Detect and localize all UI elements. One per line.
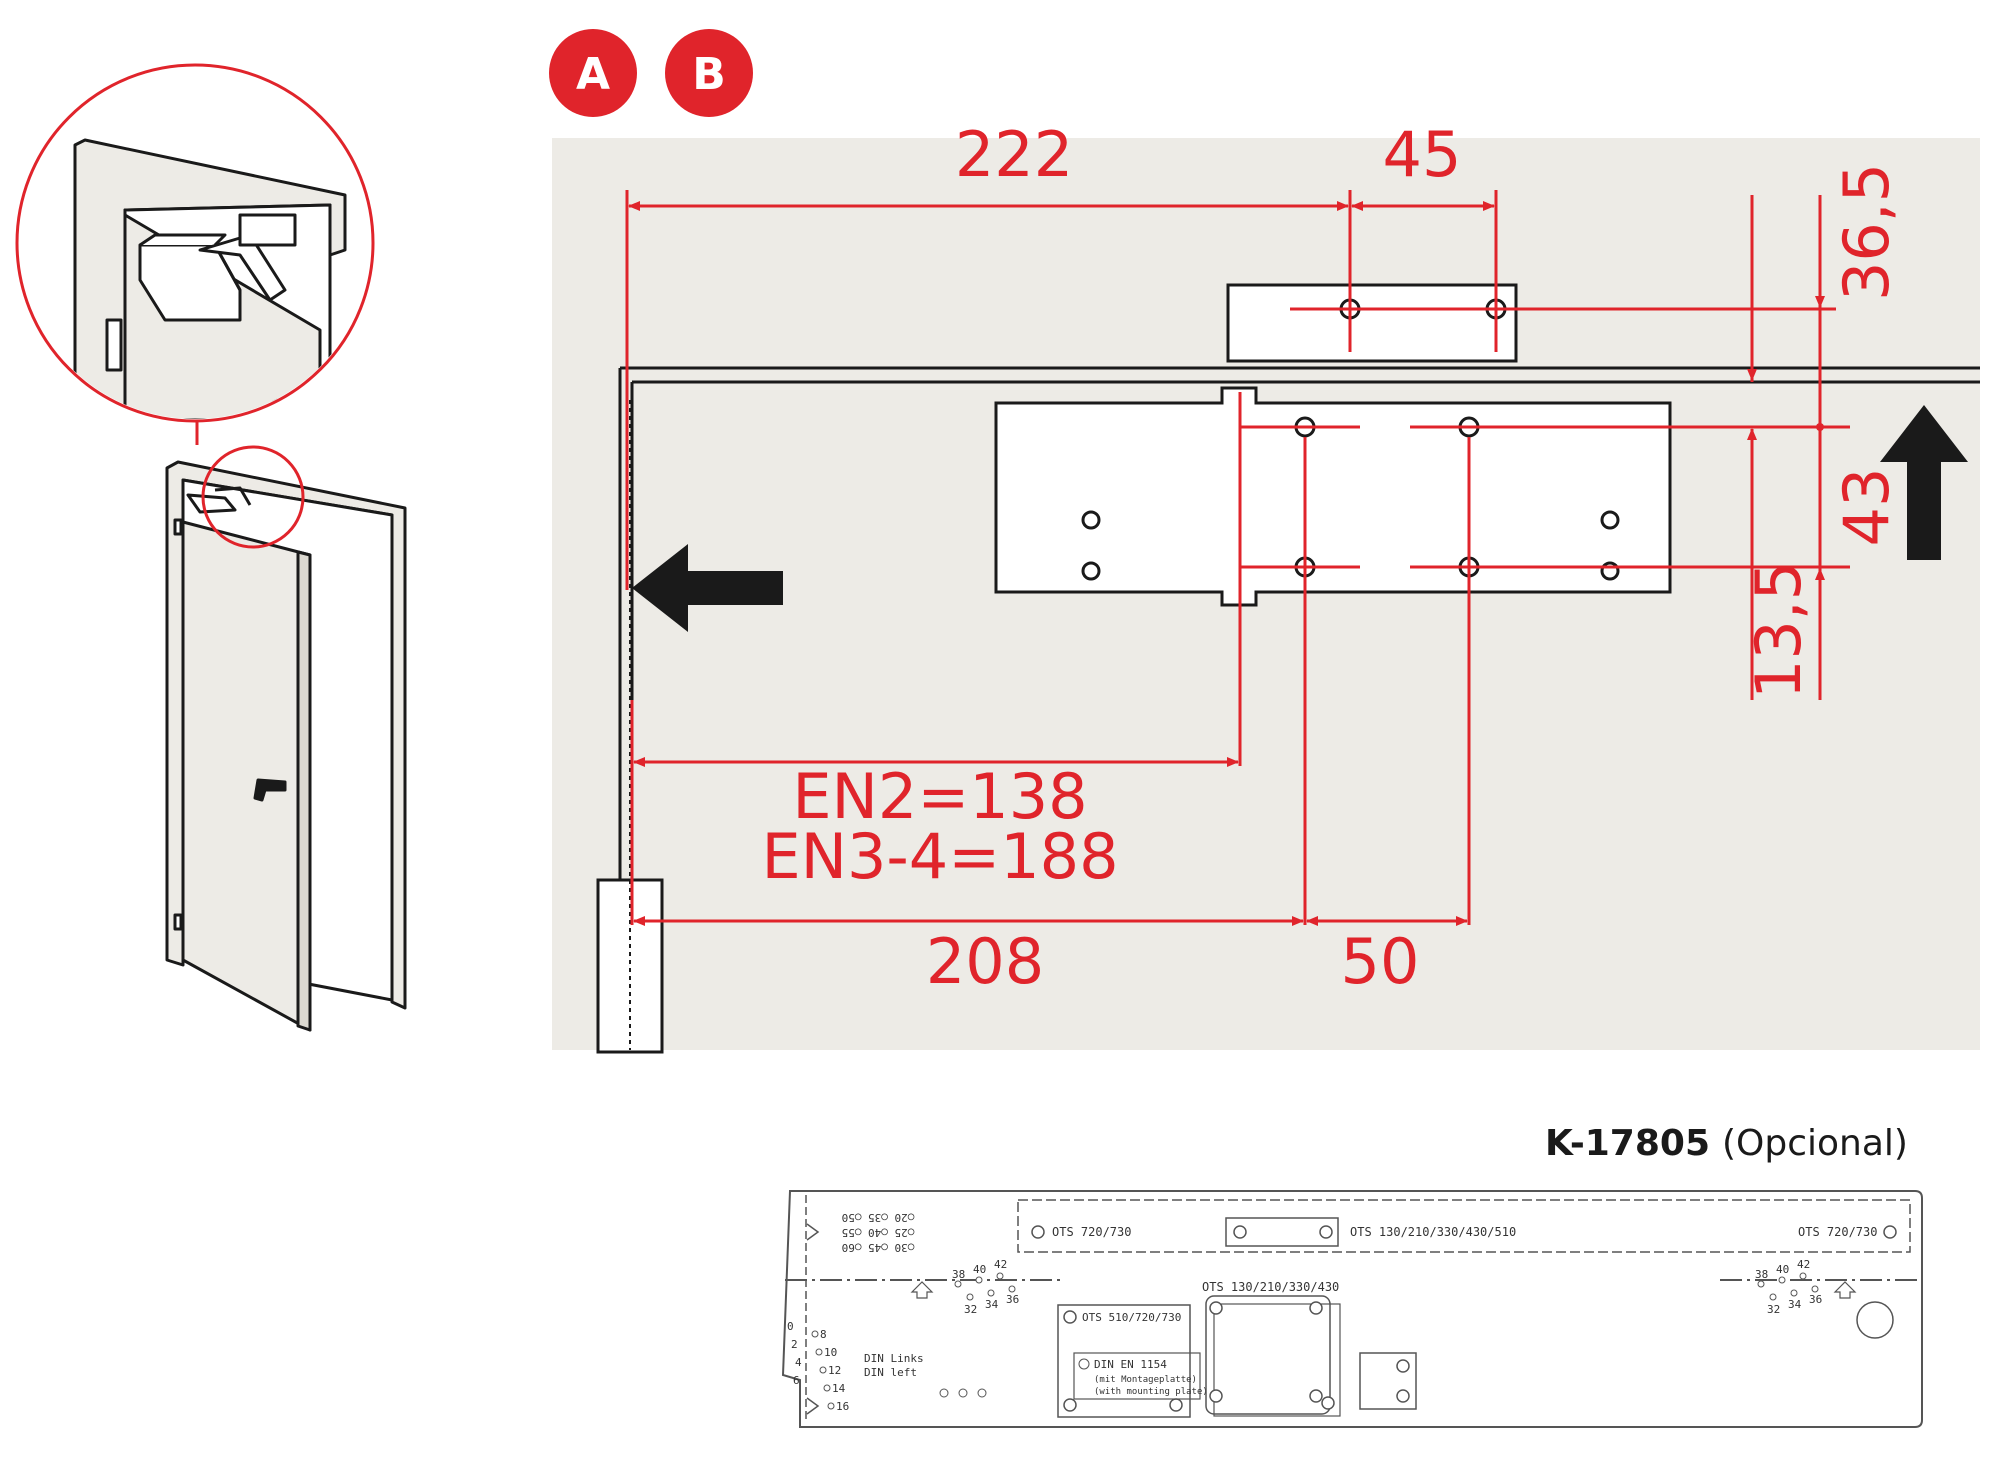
num-36-r: 36 xyxy=(1809,1293,1822,1306)
side-num-12: 12 xyxy=(828,1364,841,1377)
template-title: K-17805 (Opcional) xyxy=(1545,1123,1908,1164)
dim-45-text: 45 xyxy=(1383,118,1462,191)
ots-130-plate: OTS 130/210/330/430 xyxy=(1202,1280,1417,1417)
side-num-10: 10 xyxy=(824,1346,837,1359)
mounting-drawing: 222 45 36,5 43 13,5 EN2=138 EN3-4=188 20… xyxy=(552,118,1980,1054)
mirror-row-1: ○30 ○45 ○60 xyxy=(842,1241,915,1254)
dim-50-text: 50 xyxy=(1341,925,1420,998)
ots-510-label: OTS 510/720/730 xyxy=(1082,1311,1181,1324)
dim-13-5-text: 13,5 xyxy=(1742,561,1815,699)
num-40-l: 40 xyxy=(973,1263,986,1276)
dim-208-text: 208 xyxy=(926,925,1044,998)
din-left: DIN left xyxy=(864,1366,917,1379)
num-42-r: 42 xyxy=(1797,1258,1810,1271)
body-hole-6 xyxy=(1081,561,1101,581)
badge-b: B xyxy=(665,29,753,117)
badge-a-label: A xyxy=(576,49,610,100)
door-overview xyxy=(165,445,407,1032)
side-num-2: 2 xyxy=(791,1338,798,1351)
body-hole-8 xyxy=(1600,561,1620,581)
side-num-6: 6 xyxy=(793,1374,800,1387)
din-links: DIN Links xyxy=(864,1352,924,1365)
dim-222-text: 222 xyxy=(955,118,1073,191)
num-38-r: 38 xyxy=(1755,1268,1768,1281)
body-hole-7 xyxy=(1600,510,1620,530)
body-hole-5 xyxy=(1081,510,1101,530)
mirror-row-3: ○20 ○35 ○50 xyxy=(842,1211,915,1224)
arrow-left-icon xyxy=(632,544,783,632)
ots-720-730-right: OTS 720/730 xyxy=(1798,1225,1877,1239)
drilling-template: OTS 720/730 OTS 130/210/330/430/510 OTS … xyxy=(781,1190,1923,1428)
ots-130-510: OTS 130/210/330/430/510 xyxy=(1350,1225,1516,1239)
mirror-row-2: ○25 ○40 ○55 xyxy=(842,1226,915,1239)
dim-36-5-text: 36,5 xyxy=(1830,163,1903,301)
dim-en2-text: EN2=138 xyxy=(792,760,1087,833)
num-42-l: 42 xyxy=(994,1258,1007,1271)
num-34-r: 34 xyxy=(1788,1298,1802,1311)
with-plate-label: (with mounting plate) xyxy=(1094,1387,1208,1397)
side-num-8: 8 xyxy=(820,1328,827,1341)
ots-720-730-left: OTS 720/730 xyxy=(1052,1225,1131,1239)
num-32-r: 32 xyxy=(1767,1303,1780,1316)
num-36-l: 36 xyxy=(1006,1293,1019,1306)
num-38-l: 38 xyxy=(952,1268,965,1281)
num-40-r: 40 xyxy=(1776,1263,1789,1276)
hole-cluster-right: 38 40 42 32 34 36 xyxy=(1755,1258,1894,1339)
side-num-14: 14 xyxy=(832,1382,846,1395)
side-scale: 0 2 4 6 8 10 12 14 16 DIN Links DIN left xyxy=(787,1320,987,1415)
arm-shoe-plate xyxy=(1226,283,1518,363)
side-num-4: 4 xyxy=(795,1356,802,1369)
mit-plate-label: (mit Montageplatte) xyxy=(1094,1375,1197,1385)
arrow-up-icon xyxy=(1880,405,1968,560)
side-num-16: 16 xyxy=(836,1400,849,1413)
side-num-0: 0 xyxy=(787,1320,794,1333)
door-detail-magnified xyxy=(15,63,375,445)
num-34-l: 34 xyxy=(985,1298,999,1311)
badge-b-label: B xyxy=(692,49,726,100)
closer-body-plate xyxy=(994,386,1672,607)
template-code: K-17805 xyxy=(1545,1123,1710,1164)
template-optional: (Opcional) xyxy=(1722,1123,1908,1164)
hole-cluster-left: 38 40 42 32 34 36 xyxy=(910,1258,1019,1316)
badge-a: A xyxy=(549,29,637,117)
num-32-l: 32 xyxy=(964,1303,977,1316)
template-large-hole xyxy=(1856,1301,1894,1339)
dim-en3-4-text: EN3-4=188 xyxy=(761,820,1118,893)
ots-130-430-label: OTS 130/210/330/430 xyxy=(1202,1280,1339,1294)
din-en-label: DIN EN 1154 xyxy=(1094,1358,1167,1371)
dim-43-text: 43 xyxy=(1830,468,1903,547)
ots-510-plate: OTS 510/720/730 DIN EN 1154 (mit Montage… xyxy=(1057,1304,1208,1418)
